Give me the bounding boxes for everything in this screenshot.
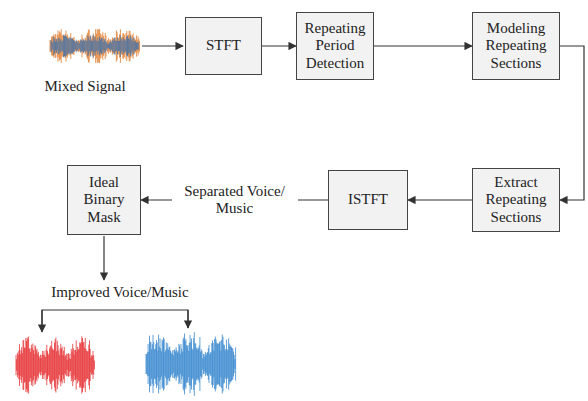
box-label: Repeating Period Detection xyxy=(301,20,369,72)
flow-arrow xyxy=(408,199,472,200)
process-box: Repeating Period Detection xyxy=(296,12,374,80)
edge-label: Separated Voice/ Music xyxy=(172,182,298,219)
flow-arrow xyxy=(262,45,296,46)
signal-label: Improved Voice/Music xyxy=(20,284,220,301)
process-box: ISTFT xyxy=(328,170,408,230)
split-arrow xyxy=(41,310,42,332)
process-box: STFT xyxy=(185,17,262,75)
process-box: Modeling Repeating Sections xyxy=(472,12,560,80)
flow-arrow xyxy=(374,45,472,46)
waveform xyxy=(146,332,236,396)
input-arrow xyxy=(142,45,183,46)
box-label: Ideal Binary Mask xyxy=(72,174,136,226)
split-arrow xyxy=(187,310,188,328)
split-bracket xyxy=(42,310,188,330)
box-label: STFT xyxy=(206,37,241,54)
flow-arrow xyxy=(560,46,584,200)
output-arrow xyxy=(103,236,104,280)
mask-box: Ideal Binary Mask xyxy=(67,165,141,235)
box-label: Modeling Repeating Sections xyxy=(477,20,555,72)
waveform xyxy=(50,29,140,63)
signal-label: Mixed Signal xyxy=(40,78,130,95)
process-box: Extract Repeating Sections xyxy=(472,168,560,232)
waveform xyxy=(51,35,138,58)
waveform xyxy=(16,336,94,393)
box-label: ISTFT xyxy=(348,191,388,208)
box-label: Extract Repeating Sections xyxy=(477,174,555,226)
